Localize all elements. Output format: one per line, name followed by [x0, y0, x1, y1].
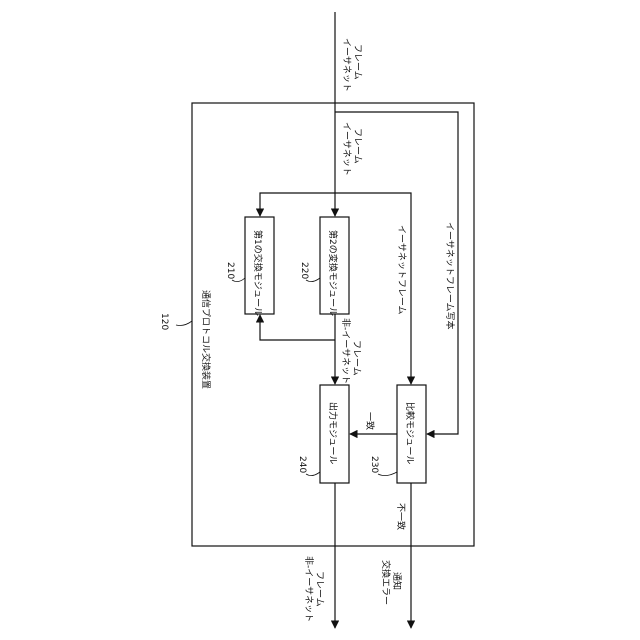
- ethernet-frame-top-label-line1: イーサネット: [341, 38, 352, 92]
- ethernet-frame-top-label-line2: フレーム: [352, 44, 363, 80]
- non-ethernet-frame-mid-label-line1: 非-イーサネット: [340, 318, 352, 384]
- match-label: 一致: [364, 412, 376, 430]
- conversion-error-notice-label-line2: 通知: [391, 572, 403, 590]
- ethernet-frame-to-compare-label: イーサネットフレーム: [396, 225, 407, 315]
- ethernet-frame-copy-label: イーサネットフレーム写本: [444, 222, 456, 330]
- non-ethernet-frame-out-label-line1: 非-イーサネット: [303, 556, 315, 622]
- ethernet-frame-inside-label-line1: イーサネット: [341, 122, 352, 176]
- comparison-module-ref-leader: [378, 472, 397, 476]
- output-module-ref-leader: [306, 472, 320, 476]
- outer-box-ref-leader: [176, 321, 192, 326]
- first-conversion-module-label: 第1の交換モジュール: [252, 230, 264, 316]
- output-module-label: 出力モジュール: [327, 402, 339, 464]
- second-conversion-module-label: 第2の変換モジュール: [327, 230, 339, 316]
- outer-box-ref: 120: [159, 313, 169, 330]
- first-conversion-module-ref: 210: [225, 262, 235, 279]
- outer-box-title: 通信プロトコル交換装置: [200, 290, 212, 389]
- second-conversion-module-ref: 220: [299, 262, 309, 279]
- conversion-error-notice-label-line1: 交換エラー: [380, 560, 392, 605]
- mismatch-label: 不一致: [395, 503, 407, 530]
- comparison-module-ref: 230: [369, 456, 379, 473]
- non-ethernet-frame-out-label-line2: フレーム: [314, 571, 325, 607]
- frame-to-first-module-path: [260, 193, 335, 216]
- comparison-module-label: 比較モジュール: [404, 402, 416, 464]
- output-module-ref: 240: [297, 456, 307, 473]
- first-module-return-path: [260, 315, 335, 340]
- non-ethernet-frame-mid-label-line2: フレーム: [351, 340, 362, 376]
- ethernet-frame-inside-label-line2: フレーム: [352, 128, 363, 164]
